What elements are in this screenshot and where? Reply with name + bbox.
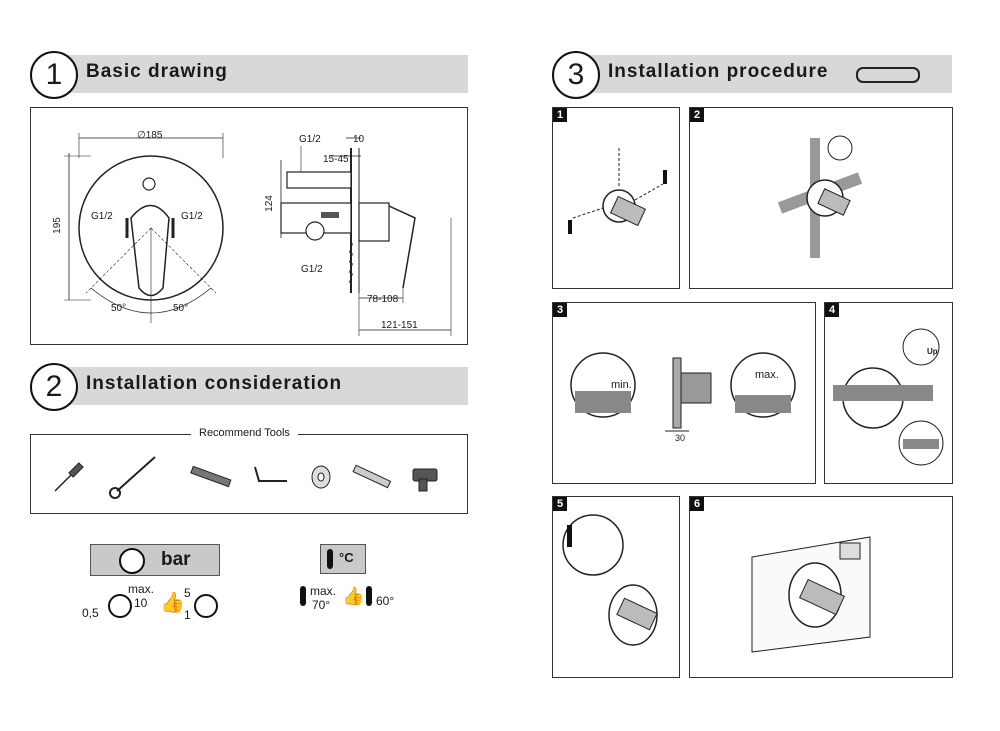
- thermometer-icon: [327, 549, 333, 569]
- side-top-label: G1/2: [299, 134, 321, 145]
- gauge-icon: [108, 594, 132, 618]
- faucet-dimension-drawing: [64, 133, 452, 336]
- pressure-max-value: 10: [134, 596, 148, 610]
- gap-label: 30: [675, 433, 686, 443]
- section-number: 2: [30, 363, 78, 411]
- section-number: 3: [552, 51, 600, 99]
- section-title: Basic drawing: [86, 61, 228, 82]
- thermometer-icon: [366, 586, 372, 606]
- pressure-spec: bar max. 10 0,5 👍 5 1: [80, 544, 230, 624]
- utility-knife-icon: [190, 465, 232, 488]
- step-illustration: [833, 328, 944, 466]
- tools-legend: Recommend Tools: [191, 427, 298, 439]
- temperature-rec-value: 60°: [376, 594, 395, 608]
- side-depth-label: 10: [353, 134, 365, 145]
- side-height-label: 124: [263, 195, 275, 212]
- depth1-label: 78-108: [367, 294, 399, 305]
- recommended-tools-panel: Recommend Tools: [30, 427, 468, 514]
- step-illustration: [568, 148, 667, 234]
- pressure-header: bar: [90, 544, 220, 576]
- section-header-bar: [52, 367, 468, 405]
- step-6: 6: [689, 496, 953, 678]
- depth2-label: 121-151: [381, 320, 418, 331]
- section-title: Installation procedure: [608, 61, 829, 82]
- diameter-label: ∅185: [137, 130, 163, 141]
- tools-row: [54, 456, 438, 499]
- section-header-bar: [574, 55, 952, 93]
- temperature-max-label: max.: [310, 584, 337, 598]
- angle-right-label: 50°: [173, 303, 189, 314]
- section-number: 1: [30, 51, 78, 99]
- height-label: 195: [51, 217, 63, 234]
- step-4: 4 Up: [824, 302, 953, 484]
- drill-icon: [412, 468, 438, 492]
- thumbs-up-icon: 👍: [160, 592, 185, 614]
- section-basic-drawing-header: 1 Basic drawing: [30, 51, 470, 99]
- gauge-icon: [194, 594, 218, 618]
- step-illustration: [751, 536, 871, 653]
- temperature-spec: °C max. 70° 👍 60°: [290, 544, 410, 624]
- basic-drawing-panel: ∅185 195 G1/2 G1/2 50° 50° G1/2 10 15-45…: [30, 107, 468, 345]
- hex-key-icon: [254, 466, 287, 482]
- step-number: 3: [553, 303, 567, 317]
- up-label: Up: [927, 347, 938, 356]
- section-header-bar: [52, 55, 468, 93]
- angle-left-label: 50°: [111, 303, 127, 314]
- step-number: 5: [553, 497, 567, 511]
- section-installation-procedure-header: 3 Installation procedure: [552, 51, 954, 99]
- step-number: 2: [690, 108, 704, 122]
- tape-icon: [311, 465, 331, 489]
- gauge-icon: [119, 548, 145, 574]
- screwdriver-icon: [54, 462, 84, 492]
- temperature-header: °C: [320, 544, 366, 574]
- wrench-icon: [856, 67, 920, 83]
- inlet-left-label: G1/2: [91, 211, 113, 222]
- pressure-max-label: max.: [128, 582, 155, 596]
- step-illustration: [570, 352, 796, 432]
- step-3: 3 min. max. 30: [552, 302, 816, 484]
- pressure-unit: bar: [161, 549, 191, 570]
- step-2: 2: [689, 107, 953, 289]
- step-5: 5: [552, 496, 680, 678]
- spirit-level-icon: [352, 464, 392, 489]
- section-title: Installation consideration: [86, 373, 343, 394]
- step-number: 1: [553, 108, 567, 122]
- temperature-unit: °C: [339, 550, 354, 565]
- thumbs-up-icon: 👍: [342, 586, 365, 606]
- wrench-icon: [109, 456, 156, 499]
- step-illustration: [777, 135, 863, 258]
- section-installation-consideration-header: 2 Installation consideration: [30, 363, 470, 411]
- inlet-right-label: G1/2: [181, 211, 203, 222]
- min-label: min.: [611, 379, 632, 391]
- thermometer-icon: [300, 586, 306, 606]
- step-number: 4: [825, 303, 839, 317]
- temperature-max-value: 70°: [312, 598, 331, 612]
- step-illustration: [562, 514, 658, 646]
- pressure-rec-value: 5: [184, 586, 191, 600]
- side-bottom-label: G1/2: [301, 264, 323, 275]
- side-range-label: 15-45: [323, 154, 349, 165]
- step-1: 1: [552, 107, 680, 289]
- pressure-rec-low: 1: [184, 608, 191, 622]
- step-number: 6: [690, 497, 704, 511]
- pressure-min-value: 0,5: [82, 606, 99, 620]
- max-label: max.: [755, 369, 779, 381]
